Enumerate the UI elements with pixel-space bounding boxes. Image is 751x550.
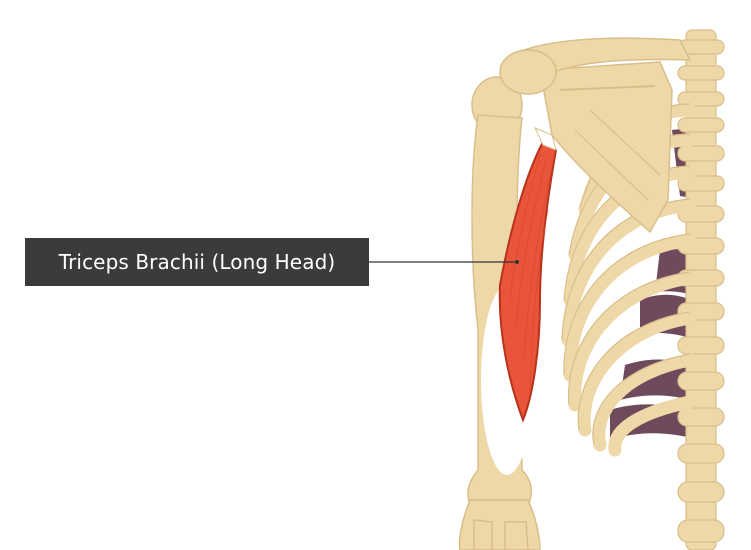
- label-leader-point: [515, 260, 519, 264]
- triceps-brachii-long-head-label: Triceps Brachii (Long Head): [25, 238, 369, 286]
- label-text: Triceps Brachii (Long Head): [58, 250, 336, 274]
- triceps-long-head-muscle: [498, 127, 558, 423]
- forearm-bones: [473, 519, 529, 550]
- vertebral-column: [677, 29, 725, 550]
